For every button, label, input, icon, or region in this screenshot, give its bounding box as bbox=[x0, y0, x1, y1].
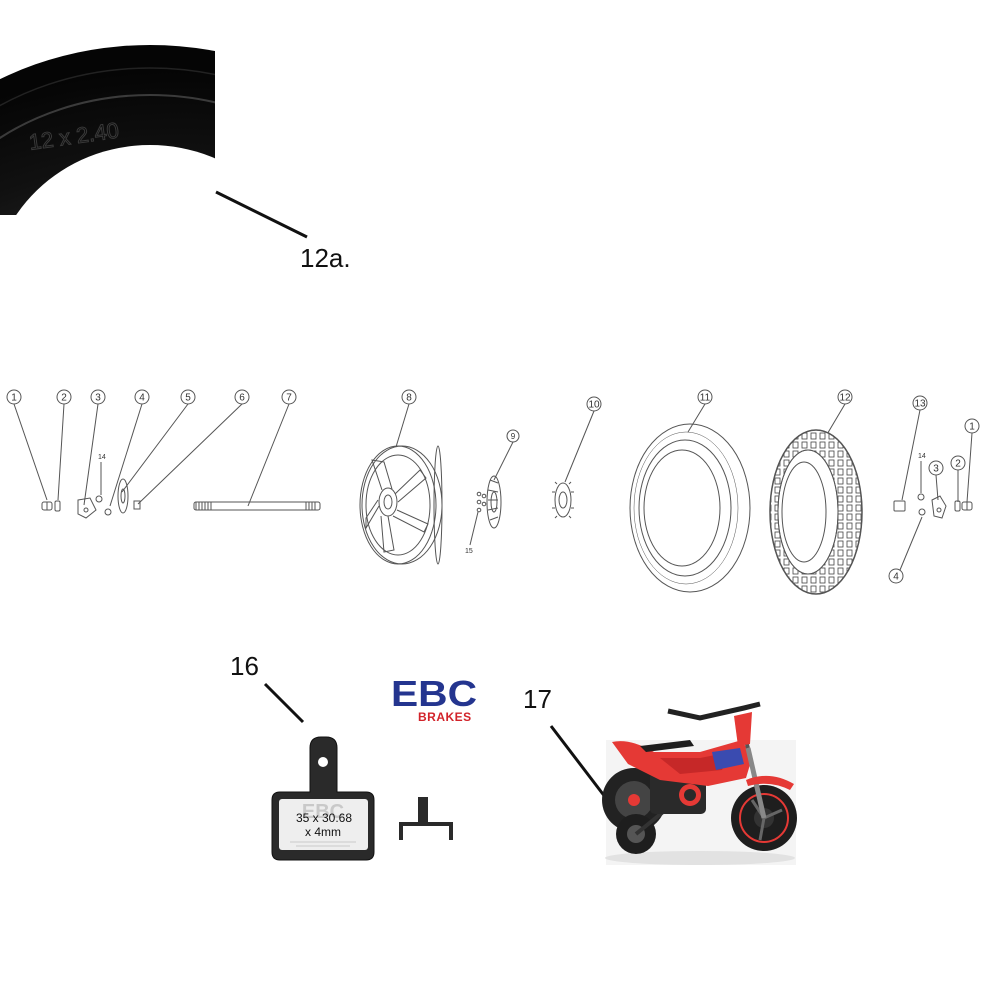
axle-shaft bbox=[193, 501, 321, 511]
chain-adjuster-right bbox=[931, 495, 947, 519]
callout-4-right: 4 bbox=[888, 516, 923, 584]
callout-2-right: 2 bbox=[950, 455, 966, 502]
svg-text:10: 10 bbox=[588, 400, 600, 411]
spacer-right bbox=[893, 500, 906, 512]
exploded-view: 1 2 3 4 5 6 7 bbox=[6, 389, 980, 595]
svg-text:6: 6 bbox=[239, 393, 245, 404]
svg-text:1: 1 bbox=[11, 393, 17, 404]
label-16: 16 bbox=[230, 651, 259, 681]
callout-13: 13 bbox=[901, 395, 928, 501]
leader-17 bbox=[549, 725, 614, 807]
callout-1-right: 1 bbox=[964, 418, 980, 503]
svg-text:2: 2 bbox=[61, 393, 67, 404]
svg-text:5: 5 bbox=[185, 393, 191, 404]
svg-text:8: 8 bbox=[406, 393, 412, 404]
pad-dimension-line2: x 4mm bbox=[305, 825, 341, 839]
svg-text:1: 1 bbox=[969, 422, 975, 433]
ebc-logo: EBC BRAKES bbox=[391, 673, 477, 724]
svg-text:BRAKES: BRAKES bbox=[418, 710, 472, 724]
label-12a: 12a. bbox=[300, 243, 351, 273]
callout-1-left: 1 bbox=[6, 389, 48, 501]
sprocket bbox=[552, 481, 574, 519]
pad-spring-clip bbox=[399, 797, 453, 840]
wheel-rim bbox=[359, 445, 443, 565]
label-17: 17 bbox=[523, 684, 552, 714]
svg-text:EBC: EBC bbox=[391, 673, 477, 714]
svg-text:7: 7 bbox=[286, 393, 292, 404]
callout-3-left: 3 bbox=[83, 389, 106, 506]
callout-7: 7 bbox=[247, 389, 297, 507]
pad-watermark: EBC bbox=[302, 801, 344, 823]
brake-disc-mount bbox=[117, 478, 129, 514]
spacer-left bbox=[133, 500, 141, 510]
chain-adjuster-left bbox=[77, 497, 97, 519]
pad-dimension-line1: 35 x 30.68 bbox=[296, 811, 352, 825]
washer-right bbox=[954, 500, 961, 512]
callout-3-right: 3 bbox=[928, 460, 944, 501]
brake-pad: EBC 35 x 30.68 x 4mm bbox=[271, 736, 375, 861]
callout-5-left: 5 bbox=[121, 389, 196, 493]
callout-4-left: 4 bbox=[109, 389, 150, 507]
knobby-tyre bbox=[769, 429, 863, 595]
svg-text:11: 11 bbox=[700, 393, 711, 404]
label-15: 15 bbox=[465, 548, 473, 555]
svg-text:4: 4 bbox=[139, 393, 145, 404]
axle-nut-right bbox=[961, 501, 973, 511]
svg-text:13: 13 bbox=[914, 399, 926, 410]
small-washer-right bbox=[917, 493, 925, 501]
callout-10: 10 bbox=[564, 396, 602, 483]
svg-text:4: 4 bbox=[893, 572, 899, 583]
svg-text:9: 9 bbox=[511, 432, 516, 441]
tyre-photo: 12 x 2.40 12a. bbox=[0, 0, 351, 273]
callout-6-left: 6 bbox=[137, 389, 250, 505]
label-14-left: 14 bbox=[98, 454, 106, 461]
svg-text:2: 2 bbox=[955, 459, 961, 470]
callout-8: 8 bbox=[395, 389, 417, 448]
svg-text:3: 3 bbox=[933, 464, 939, 475]
callout-11: 11 bbox=[687, 389, 713, 433]
brake-pad-section: 16 EBC 35 x 30.68 x 4mm EBC BRAKES bbox=[230, 651, 477, 861]
svg-text:3: 3 bbox=[95, 393, 101, 404]
leader-16 bbox=[263, 682, 305, 724]
bolt-right bbox=[918, 508, 926, 516]
electric-dirt-bike bbox=[602, 701, 797, 865]
bike-section: 17 bbox=[523, 684, 797, 865]
small-washer-left bbox=[95, 495, 103, 503]
svg-text:12: 12 bbox=[839, 393, 851, 404]
axle-nut-left bbox=[41, 501, 53, 511]
leader-12a bbox=[215, 190, 308, 239]
bolt-left bbox=[104, 508, 112, 516]
washer-left bbox=[54, 500, 61, 512]
callout-2-left: 2 bbox=[56, 389, 72, 501]
callout-12: 12 bbox=[825, 389, 853, 437]
callout-9: 9 bbox=[493, 429, 520, 481]
label-14-right: 14 bbox=[918, 453, 926, 460]
brake-disc bbox=[476, 475, 502, 529]
inner-tube bbox=[629, 423, 751, 593]
